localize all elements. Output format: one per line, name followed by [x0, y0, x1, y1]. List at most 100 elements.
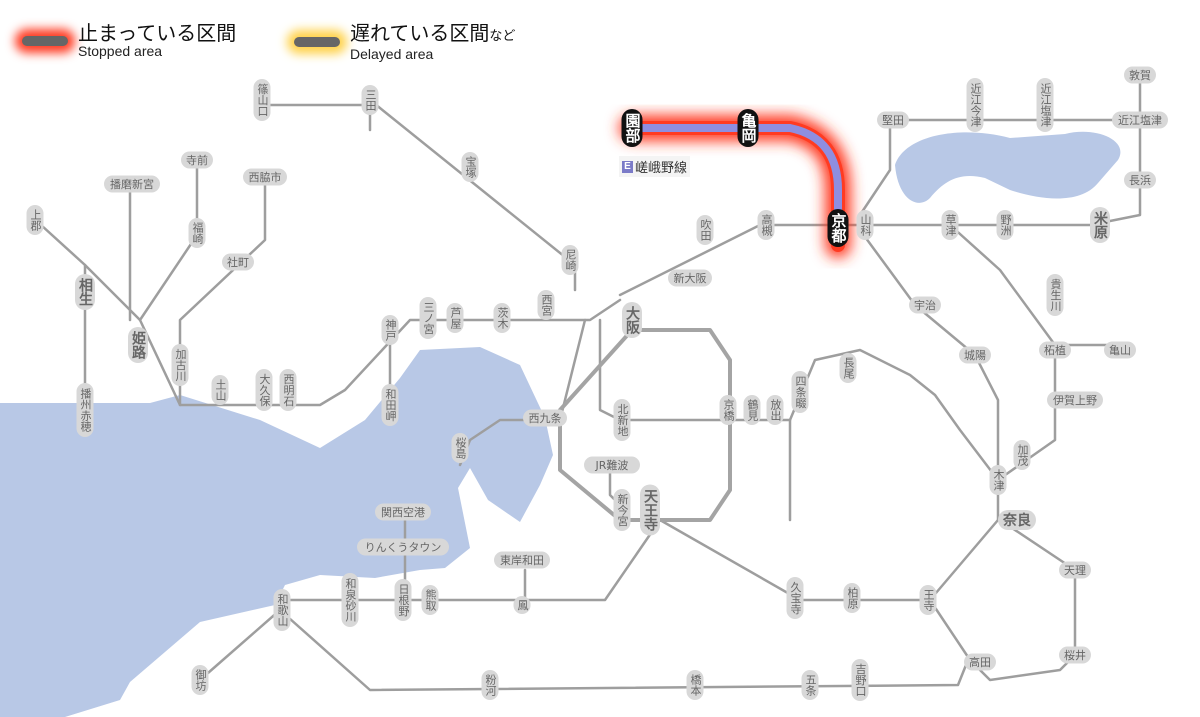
station-tsuge[interactable]: 柘植	[1039, 341, 1071, 359]
station-izumisuna[interactable]: 和泉砂川	[341, 573, 359, 627]
station-teramae[interactable]: 寺前	[181, 151, 213, 169]
station-takada[interactable]: 高田	[964, 653, 996, 671]
station-marker	[513, 596, 531, 614]
station-hanaten[interactable]: 放出	[766, 395, 784, 425]
affected-line	[628, 124, 842, 244]
station-wakayama[interactable]: 和歌山	[273, 589, 291, 631]
station-sasayamaguchi[interactable]: 篠山口	[253, 79, 271, 121]
station-marker	[640, 484, 660, 536]
station-label: 福崎	[191, 221, 204, 244]
station-shinosaka[interactable]: 新大阪	[668, 269, 712, 287]
station-yashiro[interactable]: 社町	[222, 253, 254, 271]
station-uji[interactable]: 宇治	[909, 296, 941, 314]
line-badge[interactable]: E 嵯峨野線	[619, 156, 691, 177]
station-shijonawate[interactable]: 四条畷	[791, 371, 809, 413]
station-sannomiya[interactable]: 三ノ宮	[419, 297, 437, 339]
legend-delayed-suffix: など	[489, 29, 516, 44]
station-sonobe[interactable]: 園部	[621, 109, 643, 147]
station-label: 高槻	[760, 213, 773, 237]
station-harimashingu[interactable]: 播磨新宮	[104, 175, 160, 193]
station-label: 西九条	[529, 411, 562, 425]
station-katata[interactable]: 堅田	[877, 111, 909, 129]
station-hashimoto[interactable]: 橋本	[686, 670, 704, 700]
station-kashiwara[interactable]: 柏原	[843, 583, 861, 613]
station-maibara[interactable]: 米原	[1090, 207, 1110, 243]
station-kansaiairport[interactable]: 関西空港	[375, 503, 431, 521]
station-yasu[interactable]: 野洲	[996, 210, 1014, 240]
station-kitashinchi[interactable]: 北新地	[613, 399, 631, 441]
station-okubo[interactable]: 大久保	[255, 369, 273, 411]
station-ashiya[interactable]: 芦屋	[446, 303, 464, 333]
station-kizu[interactable]: 木津	[989, 465, 1007, 495]
station-aioi[interactable]: 相生	[75, 274, 95, 310]
station-marker	[211, 375, 229, 405]
station-label: 城陽	[964, 349, 986, 362]
station-shinimamiya[interactable]: 新今宮	[613, 489, 631, 531]
station-higashikishiwada[interactable]: 東岸和田	[494, 551, 550, 569]
station-tenri[interactable]: 天理	[1059, 561, 1091, 579]
station-kameoka[interactable]: 亀岡	[737, 109, 759, 147]
station-kobe[interactable]: 神戸	[381, 315, 399, 345]
station-label: 京都	[830, 212, 848, 244]
station-nishikujo[interactable]: 西九条	[523, 409, 567, 427]
station-nagao[interactable]: 長尾	[839, 353, 857, 383]
station-bantakojo[interactable]: 播州赤穂	[76, 383, 94, 437]
station-omiimazu[interactable]: 近江今津	[966, 78, 984, 132]
station-marker	[419, 297, 437, 339]
station-yoshinoguchi[interactable]: 吉野口	[851, 659, 869, 701]
station-sakurajima[interactable]: 桜島	[451, 433, 469, 463]
station-joyo[interactable]: 城陽	[959, 346, 991, 364]
station-marker	[188, 218, 206, 248]
station-gobo[interactable]: 御坊	[191, 665, 209, 695]
station-label: 貴生川	[1049, 277, 1062, 311]
station-himeji[interactable]: 姫路	[128, 327, 148, 363]
station-kakogawa[interactable]: 加古川	[171, 344, 189, 386]
station-gojo[interactable]: 五条	[801, 670, 819, 700]
station-suita[interactable]: 吹田	[696, 215, 714, 245]
station-kyobashi[interactable]: 京橋	[719, 395, 737, 425]
station-kyoto[interactable]: 京都	[827, 209, 849, 247]
station-tsuchiyama[interactable]: 土山	[211, 375, 229, 405]
station-hinenono[interactable]: 日根野	[394, 579, 412, 621]
station-amagasaki[interactable]: 尼崎	[561, 245, 579, 275]
station-marker	[341, 573, 359, 627]
station-fukusaki[interactable]: 福崎	[188, 218, 206, 248]
station-takatsuki[interactable]: 高槻	[757, 210, 775, 240]
station-kameyama[interactable]: 亀山	[1104, 341, 1136, 359]
station-marker	[1104, 341, 1136, 359]
station-label: 桜島	[454, 436, 467, 460]
station-igaueno[interactable]: 伊賀上野	[1047, 391, 1103, 409]
station-rinku[interactable]: りんくうタウン	[357, 538, 449, 556]
station-wadamisaki[interactable]: 和田岬	[381, 384, 399, 426]
station-marker	[941, 210, 959, 240]
station-takarazuka[interactable]: 宝塚	[461, 152, 479, 182]
station-marker	[381, 315, 399, 345]
station-nagahama[interactable]: 長浜	[1124, 171, 1156, 189]
station-kyuhoji[interactable]: 久宝寺	[786, 577, 804, 619]
station-kamo[interactable]: 加茂	[1013, 440, 1031, 470]
station-omishiotsu2[interactable]: 近江塩津	[1112, 111, 1168, 129]
station-kokawa[interactable]: 粉河	[481, 670, 499, 700]
station-label: 鶴見	[746, 398, 759, 421]
station-yamashina[interactable]: 山科	[856, 210, 874, 240]
station-ibaraki[interactable]: 茨木	[493, 303, 511, 333]
station-omishiotsu[interactable]: 近江塩津	[1036, 78, 1054, 132]
station-osaka[interactable]: 大阪	[622, 302, 642, 338]
station-nara[interactable]: 奈良	[998, 510, 1036, 530]
station-marker	[1013, 440, 1031, 470]
station-tsuruga[interactable]: 敦賀	[1124, 66, 1156, 84]
station-oji[interactable]: 王寺	[919, 585, 937, 615]
station-kamigori[interactable]: 上郡	[26, 205, 44, 235]
station-sanda[interactable]: 三田	[361, 85, 379, 115]
station-kibuneguchi[interactable]: 貴生川	[1046, 274, 1064, 316]
station-nishinomiya[interactable]: 西宮	[537, 290, 555, 320]
station-sakurai[interactable]: 桜井	[1059, 646, 1091, 664]
station-kumatori[interactable]: 熊取	[421, 585, 439, 615]
station-kusatsu[interactable]: 草津	[941, 210, 959, 240]
station-tennoji[interactable]: 天王寺	[640, 484, 660, 536]
station-otori[interactable]: 鳳	[513, 596, 531, 614]
station-nishiwakishi[interactable]: 西脇市	[243, 168, 287, 186]
station-tsurumi[interactable]: 鶴見	[743, 395, 761, 425]
station-nishiakashi[interactable]: 西明石	[279, 369, 297, 411]
station-jrnamba[interactable]: JR難波	[584, 456, 640, 474]
